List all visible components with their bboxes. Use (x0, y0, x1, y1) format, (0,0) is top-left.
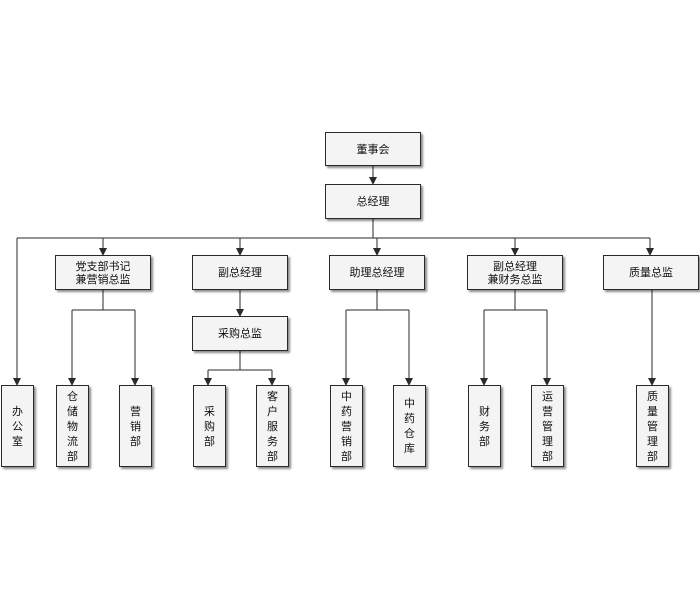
node-office: 办公室 (1, 385, 34, 467)
node-tcm-marketing-label: 中药营销部 (341, 389, 352, 463)
node-deputy-gm-finance: 副总经理 兼财务总监 (467, 255, 563, 290)
node-general-manager-label: 总经理 (356, 195, 390, 208)
node-operations: 运营管理部 (531, 385, 564, 467)
node-tcm-marketing: 中药营销部 (330, 385, 363, 467)
node-deputy-gm-label: 副总经理 (218, 266, 262, 279)
node-board-label: 董事会 (356, 142, 390, 156)
node-marketing: 营销部 (119, 385, 152, 467)
node-marketing-label: 营销部 (130, 404, 141, 448)
node-warehouse-logistics: 仓储物流部 (56, 385, 89, 467)
node-deputy-gm-finance-label: 副总经理 兼财务总监 (487, 259, 543, 286)
node-assistant-gm: 助理总经理 (329, 255, 425, 290)
node-purchasing-director-label: 采购总监 (218, 327, 262, 340)
node-board: 董事会 (325, 132, 421, 166)
node-purchasing-label: 采购部 (204, 404, 215, 448)
node-purchasing-director: 采购总监 (192, 316, 288, 351)
node-party-secretary: 党支部书记 兼营销总监 (55, 255, 151, 290)
node-quality-management-label: 质量管理部 (647, 389, 658, 463)
node-quality-director-label: 质量总监 (629, 266, 673, 279)
node-assistant-gm-label: 助理总经理 (349, 266, 405, 279)
node-customer-service: 客户服务部 (256, 385, 289, 467)
node-tcm-warehouse: 中药仓库 (393, 385, 426, 467)
node-general-manager: 总经理 (325, 184, 421, 219)
node-customer-service-label: 客户服务部 (267, 389, 278, 463)
node-quality-management: 质量管理部 (636, 385, 669, 467)
node-party-secretary-label: 党支部书记 兼营销总监 (75, 259, 131, 286)
node-quality-director: 质量总监 (603, 255, 699, 290)
node-operations-label: 运营管理部 (542, 389, 553, 463)
node-finance: 财务部 (468, 385, 501, 467)
node-office-label: 办公室 (12, 404, 23, 448)
node-tcm-warehouse-label: 中药仓库 (404, 397, 415, 455)
node-purchasing: 采购部 (193, 385, 226, 467)
node-deputy-gm: 副总经理 (192, 255, 288, 290)
node-warehouse-logistics-label: 仓储物流部 (67, 389, 78, 463)
node-finance-label: 财务部 (479, 404, 490, 448)
